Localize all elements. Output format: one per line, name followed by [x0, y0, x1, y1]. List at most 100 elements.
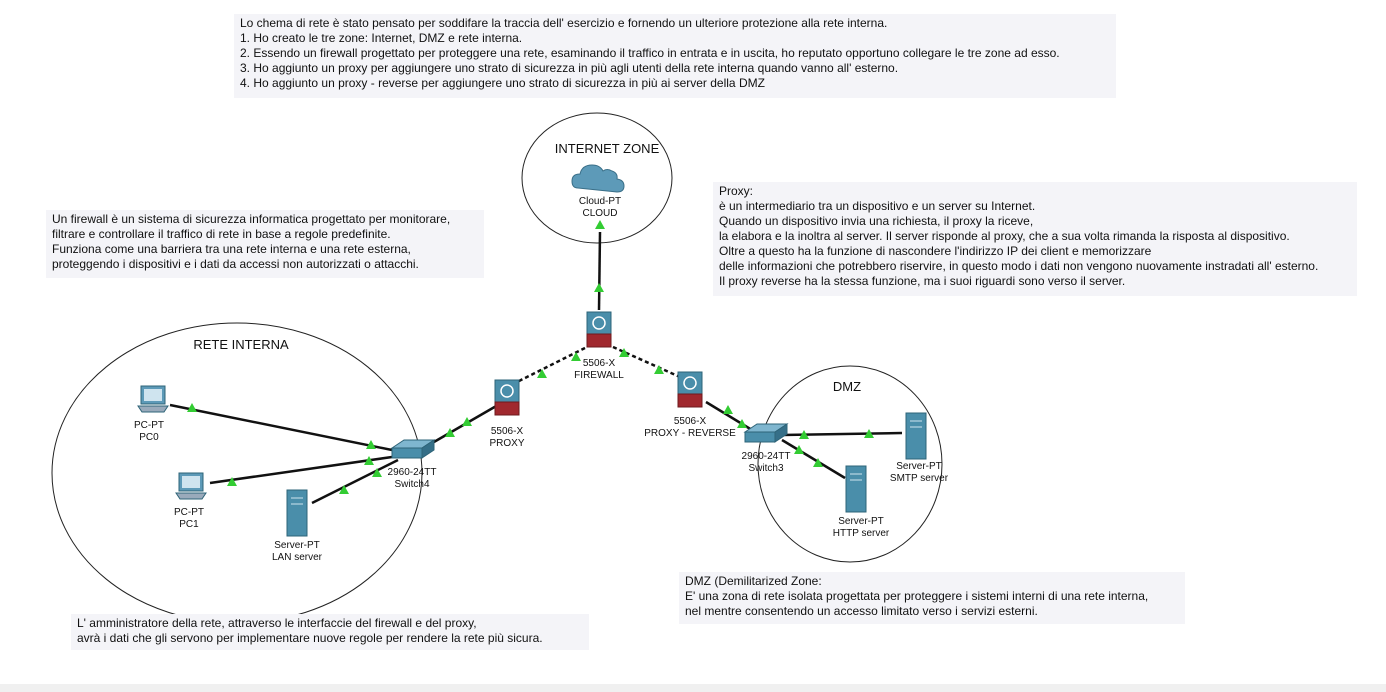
pc1-label: PC-PT PC1	[174, 507, 204, 531]
reverse-proxy-icon[interactable]	[677, 371, 703, 408]
note-firewall: Un firewall è un sistema di sicurezza in…	[46, 210, 484, 278]
zone-label-internal: RETE INTERNA	[193, 337, 289, 352]
link-status-up-icon	[794, 445, 804, 454]
link-status-up-icon	[366, 440, 376, 449]
link-status-up-icon	[227, 477, 237, 486]
link-status-up-icon	[864, 429, 874, 438]
link-status-up-icon	[537, 369, 547, 378]
note-proxy-line: Oltre a questo ha la funzione di nascond…	[719, 244, 1152, 258]
link-pc1-switch4[interactable]	[209, 455, 393, 485]
link-status-up-icon	[619, 348, 629, 357]
proxy-icon[interactable]	[494, 379, 520, 416]
pc1-icon[interactable]	[175, 472, 207, 500]
firewall-name: FIREWALL	[574, 370, 624, 381]
firewall-label: 5506-X FIREWALL	[574, 358, 624, 382]
switch3-label: 2960-24TT Switch3	[742, 451, 791, 475]
lan-server-type: Server-PT	[274, 540, 320, 551]
note-dmz-line: nel mentre consentendo un accesso limita…	[685, 604, 1038, 618]
note-dmz-line: DMZ (Demilitarized Zone:	[685, 574, 822, 588]
note-admin-line: L' amministratore della rete, attraverso…	[77, 616, 477, 630]
note-proxy-line: Quando un dispositivo invia una richiest…	[719, 214, 1034, 228]
firewall-icon[interactable]	[586, 311, 612, 348]
note-dmz-line: E' una zona di rete isolata progettata p…	[685, 589, 1149, 603]
note-top-line: 1. Ho creato le tre zone: Internet, DMZ …	[240, 31, 523, 45]
dmz-zone-ellipse	[757, 365, 943, 563]
note-proxy: Proxy: è un intermediario tra un disposi…	[713, 182, 1357, 296]
note-proxy-line: la elabora e la inoltra al server. Il se…	[719, 229, 1290, 243]
lan-server-label: Server-PT LAN server	[272, 540, 322, 564]
switch3-icon[interactable]	[743, 423, 789, 443]
note-top-line: Lo chema di rete è stato pensato per sod…	[240, 16, 888, 30]
link-status-up-icon	[737, 419, 747, 428]
link-status-up-icon	[462, 417, 472, 426]
note-proxy-line: Il proxy reverse ha la stessa funzione, …	[719, 274, 1126, 288]
link-status-up-icon	[364, 456, 374, 465]
pc0-name: PC0	[139, 432, 159, 443]
link-status-up-icon	[723, 405, 733, 414]
internet-zone-ellipse	[521, 112, 673, 244]
note-proxy-line: delle informazioni che potrebbero riserv…	[719, 259, 1319, 273]
note-top-line: 2. Essendo un firewall progettato per pr…	[240, 46, 1060, 60]
switch4-label: 2960-24TT Switch4	[388, 467, 437, 491]
note-dmz: DMZ (Demilitarized Zone: E' una zona di …	[679, 572, 1185, 624]
zone-label-internet: INTERNET ZONE	[554, 141, 660, 156]
zone-label-dmz: DMZ	[832, 379, 862, 394]
note-firewall-line: filtrare e controllare il traffico di re…	[52, 227, 391, 241]
link-status-up-icon	[445, 428, 455, 437]
switch4-name: Switch4	[394, 479, 430, 490]
link-switch3-http[interactable]	[781, 438, 846, 480]
lan-server-name: LAN server	[271, 552, 323, 563]
note-proxy-line: Proxy:	[719, 184, 754, 198]
pc0-type: PC-PT	[134, 420, 164, 431]
smtp-server-type: Server-PT	[896, 461, 942, 472]
switch4-icon[interactable]	[390, 439, 436, 459]
link-status-up-icon	[813, 458, 823, 467]
reverse-proxy-type: 5506-X	[673, 416, 707, 427]
reverse-proxy-name: PROXY - REVERSE	[644, 428, 736, 439]
pc0-label: PC-PT PC0	[134, 420, 164, 444]
note-top: Lo chema di rete è stato pensato per sod…	[234, 14, 1116, 98]
smtp-server-icon[interactable]	[905, 412, 927, 460]
http-server-name: HTTP server	[832, 528, 890, 539]
link-firewall-reverse[interactable]	[612, 345, 681, 379]
note-admin: L' amministratore della rete, attraverso…	[71, 614, 589, 650]
cloud-icon[interactable]	[571, 164, 625, 193]
link-lan-switch4[interactable]	[311, 458, 399, 505]
lan-server-icon[interactable]	[286, 489, 308, 537]
pc0-icon[interactable]	[137, 385, 169, 413]
proxy-type: 5506-X	[490, 426, 524, 437]
switch3-type: 2960-24TT	[741, 451, 791, 462]
internal-zone-ellipse	[51, 322, 423, 624]
cloud-name: CLOUD	[582, 208, 618, 219]
smtp-server-name: SMTP server	[889, 473, 949, 484]
proxy-label: 5506-X PROXY	[489, 426, 524, 450]
note-firewall-line: Un firewall è un sistema di sicurezza in…	[52, 212, 451, 226]
link-switch3-smtp[interactable]	[781, 431, 903, 437]
note-proxy-line: è un intermediario tra un dispositivo e …	[719, 199, 1036, 213]
note-top-line: 4. Ho aggiunto un proxy - reverse per ag…	[240, 76, 765, 90]
cloud-type: Cloud-PT	[578, 196, 622, 207]
pc1-name: PC1	[179, 519, 199, 530]
note-top-line: 3. Ho aggiunto un proxy per aggiungere u…	[240, 61, 899, 75]
http-server-icon[interactable]	[845, 465, 867, 513]
link-status-up-icon	[187, 403, 197, 412]
link-status-up-icon	[595, 220, 605, 229]
firewall-type: 5506-X	[582, 358, 616, 369]
switch3-name: Switch3	[748, 463, 784, 474]
link-status-up-icon	[372, 468, 382, 477]
pc1-type: PC-PT	[174, 507, 204, 518]
link-status-up-icon	[654, 365, 664, 374]
note-admin-line: avrà i dati che gli servono per implemen…	[77, 631, 543, 645]
reverse-proxy-label: 5506-X PROXY - REVERSE	[644, 416, 736, 440]
note-firewall-line: proteggendo i dispositivi e i dati da ac…	[52, 257, 419, 271]
http-server-type: Server-PT	[838, 516, 884, 527]
http-server-label: Server-PT HTTP server	[833, 516, 890, 540]
switch4-type: 2960-24TT	[387, 467, 437, 478]
cloud-label: Cloud-PT CLOUD	[579, 196, 621, 220]
smtp-server-label: Server-PT SMTP server	[890, 461, 948, 485]
link-pc0-switch4[interactable]	[169, 403, 393, 452]
link-cloud-firewall[interactable]	[597, 231, 602, 311]
link-firewall-proxy[interactable]	[514, 346, 586, 385]
link-status-up-icon	[339, 485, 349, 494]
